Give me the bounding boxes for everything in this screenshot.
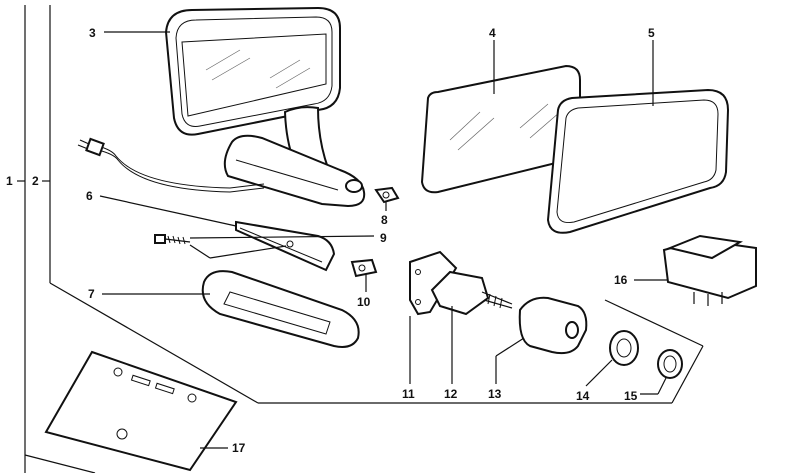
callout-16: 16 [614, 273, 628, 287]
callout-8: 8 [381, 213, 388, 227]
screw [154, 234, 191, 245]
switch-unit [430, 270, 513, 316]
rocker-switch [662, 234, 757, 306]
control-knob [657, 349, 683, 379]
callout-2: 2 [32, 174, 39, 188]
assembly-bracket-2 [24, 5, 704, 473]
callout-5: 5 [648, 26, 655, 40]
callout-14: 14 [576, 389, 590, 403]
mirror-base [223, 106, 366, 208]
callout-11: 11 [402, 387, 415, 401]
interior-trim-handle [201, 270, 360, 348]
mirror-frame [546, 88, 730, 234]
callout-6: 6 [86, 189, 93, 203]
exterior-mirror-head [164, 6, 341, 136]
callout-7: 7 [88, 287, 95, 301]
callout-15: 15 [624, 389, 638, 403]
leader-lines [99, 31, 668, 449]
callout-10: 10 [357, 295, 371, 309]
callout-4: 4 [489, 26, 496, 40]
panel-cover [44, 350, 238, 472]
callout-1: 1 [6, 174, 13, 188]
knob-housing [518, 296, 588, 355]
clip-part-10 [350, 258, 378, 278]
mounting-bracket [409, 250, 458, 316]
callout-17: 17 [232, 441, 246, 455]
mirror-cable [77, 137, 265, 193]
callout-12: 12 [444, 387, 458, 401]
bezel-ring [609, 330, 639, 366]
assembly-bracket-1 [17, 5, 26, 473]
callout-3: 3 [89, 26, 96, 40]
callout-9: 9 [380, 231, 387, 245]
callout-13: 13 [488, 387, 502, 401]
clip-part-8 [374, 186, 400, 204]
